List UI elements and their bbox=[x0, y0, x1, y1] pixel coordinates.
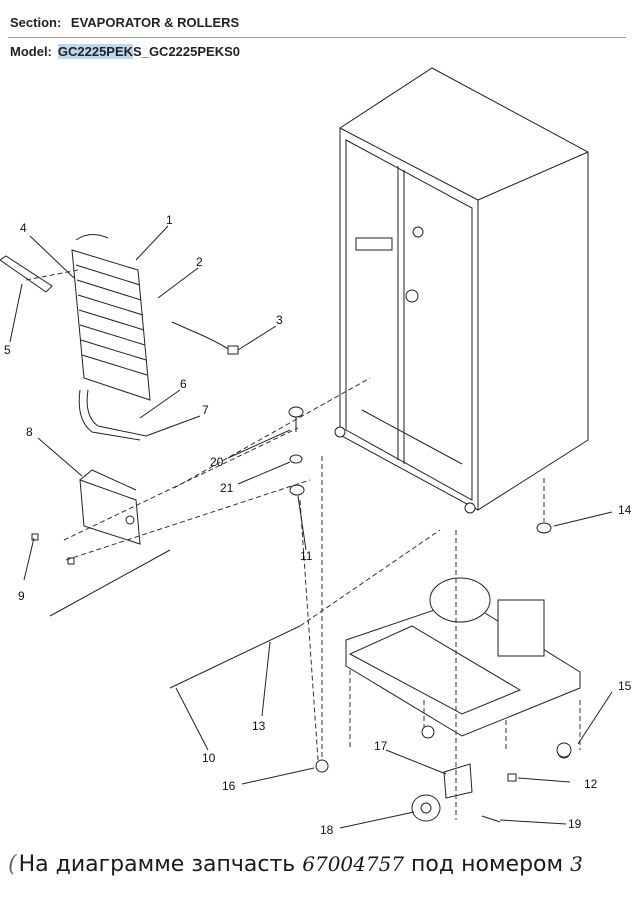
callout-12: 12 bbox=[584, 777, 598, 791]
section-line: Section: EVAPORATOR & ROLLERS bbox=[10, 15, 239, 30]
leader-lines bbox=[9, 225, 613, 829]
callout-7: 7 bbox=[202, 403, 209, 417]
header-divider bbox=[8, 37, 626, 38]
roller-bracket bbox=[443, 763, 473, 799]
model-line: Model: GC2225PEKS_GC2225PEKS0 bbox=[10, 44, 240, 59]
roller bbox=[315, 759, 329, 773]
section-value: EVAPORATOR & ROLLERS bbox=[70, 15, 240, 30]
callout-17: 17 bbox=[374, 739, 388, 753]
model-value-rest: S_GC2225PEKS0 bbox=[133, 44, 240, 59]
wheel bbox=[411, 794, 441, 822]
callout-8: 8 bbox=[26, 425, 33, 439]
callout-1: 1 bbox=[166, 213, 173, 227]
callout-16: 16 bbox=[222, 779, 236, 793]
callout-9: 9 bbox=[18, 589, 25, 603]
callout-4: 4 bbox=[20, 221, 27, 235]
assembly-lines bbox=[25, 269, 581, 820]
callout-11: 11 bbox=[300, 549, 313, 563]
callout-3: 3 bbox=[276, 313, 283, 327]
model-label: Model: bbox=[10, 44, 52, 59]
evaporator-coil bbox=[71, 234, 151, 441]
caption-text-middle: под номером bbox=[411, 852, 564, 877]
callout-5: 5 bbox=[4, 343, 11, 357]
tube-rod bbox=[49, 549, 171, 617]
drain-bracket bbox=[79, 469, 141, 545]
callout-18: 18 bbox=[320, 823, 334, 837]
callout-21: 21 bbox=[220, 481, 234, 495]
caption-edge-glyph: ( bbox=[8, 852, 17, 877]
section-label: Section: bbox=[10, 15, 62, 30]
heater-strip bbox=[0, 255, 53, 293]
callout-labels: 1 2 3 4 5 6 7 8 9 10 11 12 13 14 15 16 1… bbox=[4, 213, 632, 837]
caption-part-number: 67004757 bbox=[302, 852, 405, 876]
callout-15: 15 bbox=[618, 679, 632, 693]
callout-20: 20 bbox=[210, 455, 224, 469]
exploded-parts-diagram: 1 2 3 4 5 6 7 8 9 10 11 12 13 14 15 16 1… bbox=[0, 67, 632, 837]
callout-13: 13 bbox=[252, 719, 266, 733]
caption: (На диаграмме запчасть 67004757 под номе… bbox=[8, 852, 628, 877]
callout-6: 6 bbox=[180, 377, 187, 391]
axle bbox=[481, 815, 501, 823]
compressor-assembly bbox=[345, 577, 581, 759]
refrigerator-cabinet bbox=[334, 67, 589, 514]
model-selected-text[interactable]: GC2225PEK bbox=[57, 44, 134, 59]
caption-text-before: На диаграмме запчасть bbox=[18, 852, 296, 877]
fan-hub bbox=[288, 406, 305, 496]
callout-2: 2 bbox=[196, 255, 203, 269]
tube-rod bbox=[169, 625, 301, 689]
nut bbox=[507, 773, 517, 782]
callout-19: 19 bbox=[568, 817, 582, 831]
screw bbox=[67, 557, 75, 565]
defrost-thermostat bbox=[171, 321, 239, 355]
callout-10: 10 bbox=[202, 751, 216, 765]
leveling-foot bbox=[536, 522, 552, 534]
roller bbox=[556, 742, 572, 758]
callout-14: 14 bbox=[618, 503, 632, 517]
screw bbox=[31, 533, 39, 541]
caption-callout-number: 3 bbox=[570, 852, 583, 876]
